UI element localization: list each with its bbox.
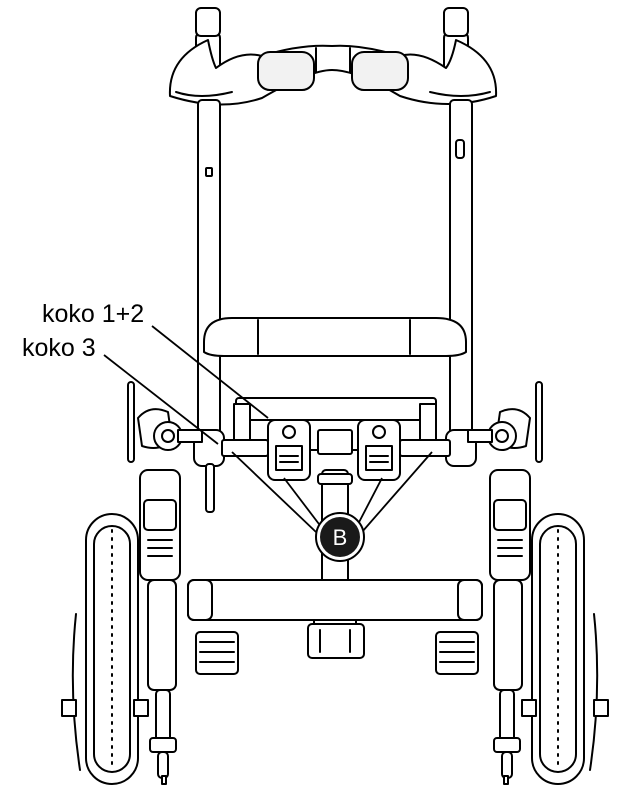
central-column (307, 469, 365, 659)
leader-b-right-outer (361, 451, 433, 533)
lower-crossbar (187, 579, 483, 621)
middle-crossbar (203, 317, 467, 357)
left-side-assembly (61, 381, 239, 785)
label-koko-1-2: koko 1+2 (42, 300, 144, 328)
leader-b-left-outer (231, 451, 317, 533)
seat-unit (193, 397, 477, 481)
callout-b-marker: B (315, 512, 365, 562)
leader-b-right-inner (355, 477, 383, 529)
frame-uprights (197, 99, 473, 461)
leader-koko-3 (103, 354, 219, 445)
leader-b-left-inner (283, 477, 323, 529)
leader-lines (103, 325, 433, 533)
right-side-assembly (435, 381, 609, 785)
leader-koko-1-2 (151, 325, 269, 419)
callout-b-label: B (333, 525, 348, 550)
label-koko-3: koko 3 (22, 334, 96, 362)
push-handle (168, 7, 498, 159)
